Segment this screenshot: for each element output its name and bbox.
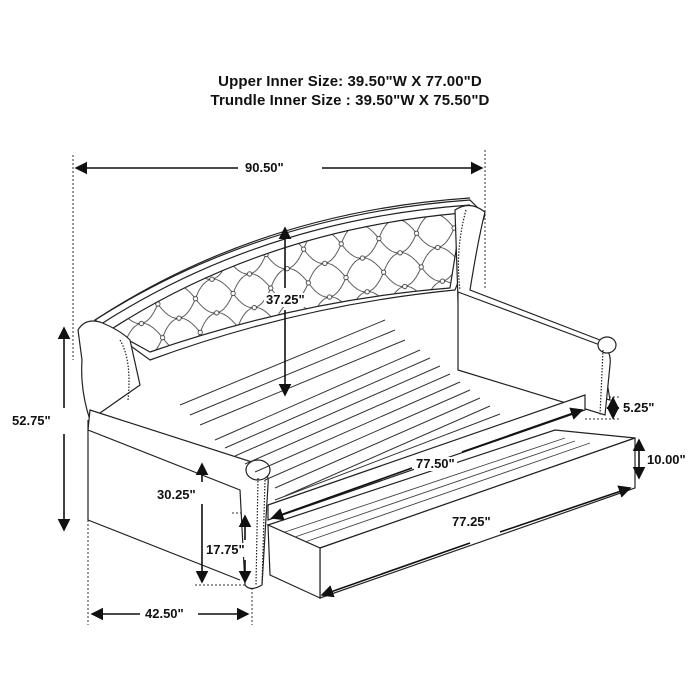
left-arm	[77, 320, 271, 590]
trundle-inner-size-label: Trundle Inner Size : 39.50"W X 75.50"D	[210, 92, 490, 109]
dim-arm-height: 30.25"	[155, 487, 198, 502]
dim-trundle-height: 10.00"	[645, 452, 688, 467]
upper-slats	[179, 319, 511, 509]
dim-overall-width: 90.50"	[243, 160, 286, 175]
right-arm	[454, 204, 617, 416]
dim-headboard-height: 37.25"	[264, 292, 307, 307]
upper-inner-size-label: Upper Inner Size: 39.50"W X 77.00"D	[218, 73, 482, 90]
dim-rail-height: 5.25"	[621, 400, 657, 415]
dim-overall-depth: 42.50"	[143, 606, 186, 621]
dim-overall-height: 52.75"	[10, 413, 53, 428]
headboard	[93, 197, 486, 361]
dimension-arrows	[57, 161, 646, 621]
dim-trundle-length: 77.25"	[450, 514, 493, 529]
dim-upper-length: 77.50"	[414, 456, 457, 471]
dim-seat-height: 17.75"	[204, 542, 247, 557]
